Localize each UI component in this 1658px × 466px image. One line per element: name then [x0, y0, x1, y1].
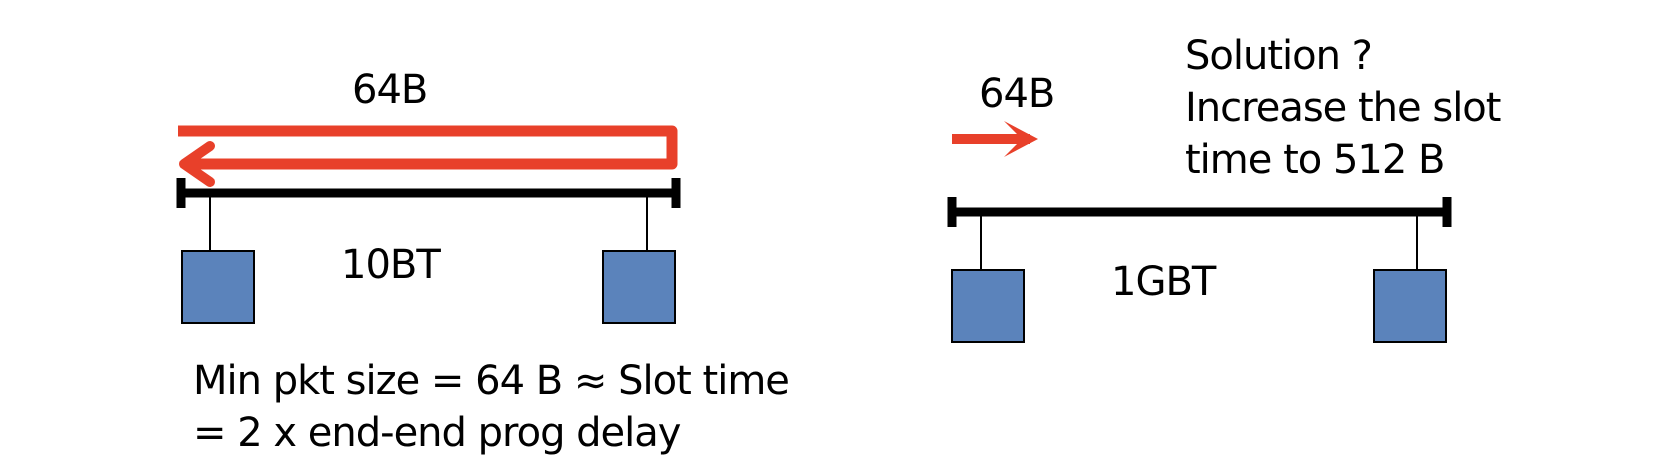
caption-line-2: = 2 x end-end prog delay	[193, 410, 681, 456]
short-signal-arrow	[952, 121, 1038, 157]
bus-1gbt	[947, 197, 1452, 227]
station-left-a	[181, 197, 255, 324]
left-caption: Min pkt size = 64 B ≈ Slot time = 2 x en…	[193, 355, 790, 459]
solution-text: Solution ? Increase the slot time to 512…	[1185, 30, 1501, 186]
left-link-label: 10BT	[341, 242, 441, 288]
right-packet-label: 64B	[979, 71, 1055, 117]
station-left-b	[602, 197, 676, 324]
round-trip-signal-arrow	[178, 125, 678, 187]
solution-line-2: Increase the slot	[1185, 85, 1501, 131]
caption-line-1: Min pkt size = 64 B ≈ Slot time	[193, 358, 790, 404]
station-right-a	[951, 216, 1025, 343]
left-packet-label: 64B	[352, 67, 428, 113]
solution-line-1: Solution ?	[1185, 33, 1373, 79]
right-link-label: 1GBT	[1111, 259, 1216, 305]
bus-10bt	[176, 178, 681, 208]
solution-line-3: time to 512 B	[1185, 137, 1445, 183]
station-right-b	[1373, 216, 1447, 343]
